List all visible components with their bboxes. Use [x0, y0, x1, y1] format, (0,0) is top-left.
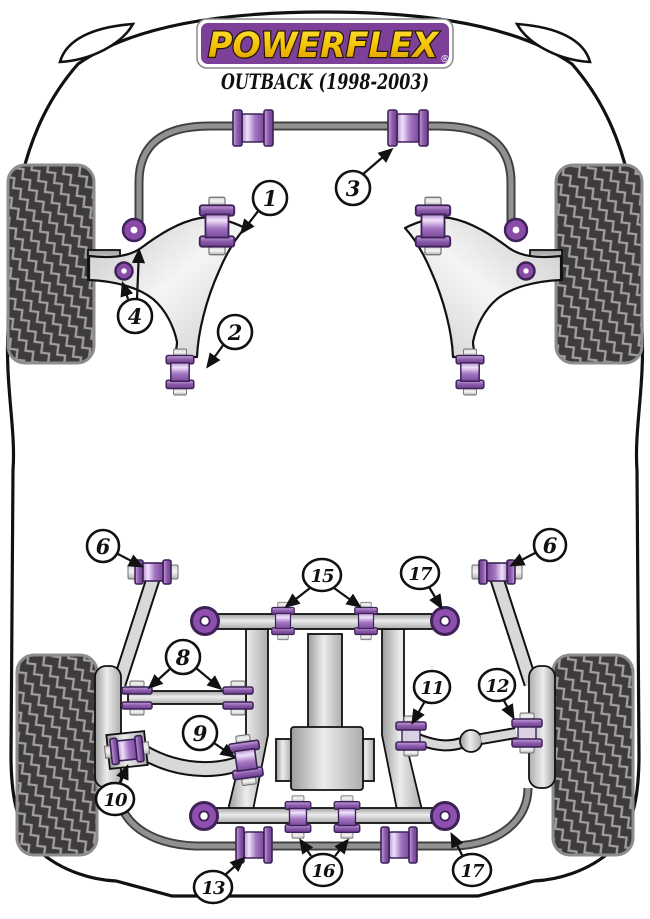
- callout-10-arrow: [116, 763, 129, 785]
- callout-10-label: 10: [103, 790, 128, 811]
- rear-crossmember: [189, 795, 460, 839]
- differential-tab-left: [275, 738, 292, 782]
- callout-3-badge: [334, 169, 372, 207]
- callout-13-label: 13: [201, 878, 225, 899]
- callout-3-label: 3: [346, 176, 361, 201]
- callout-13-arrow: [224, 856, 246, 876]
- model-label: OUTBACK (1998-2003): [221, 69, 429, 94]
- subframe-donut-front-right: [430, 606, 460, 636]
- callout-1-arrow: [239, 209, 260, 235]
- callout-16-arrow-b: [334, 838, 350, 857]
- front-anti-roll-bar: [134, 109, 516, 233]
- bushing-16-left: [284, 795, 312, 839]
- callout-6-left-label: 6: [96, 534, 111, 559]
- callout-9-badge: [181, 714, 219, 752]
- brand-logo-text: POWERFLEX: [208, 26, 440, 66]
- callout-10-badge: [94, 781, 136, 817]
- callouts: 1 2 3 4 6 6 8 9 10 11 12: [85, 147, 568, 905]
- subframe-donut-front-left: [190, 606, 220, 636]
- callout-8-arrow-b: [195, 667, 223, 691]
- callout-9-arrow: [213, 742, 236, 758]
- callout-15-arrow-a: [284, 587, 311, 609]
- tire-rear-left: [15, 653, 99, 857]
- callout-4-arrow-a: [131, 247, 146, 300]
- bushing-front-arb-right: [387, 109, 429, 147]
- rear-anti-roll-bar: [113, 787, 533, 851]
- callout-12-label: 12: [485, 676, 509, 697]
- callout-6-right-label: 6: [543, 533, 558, 558]
- tire-front-left: [6, 163, 96, 365]
- callout-1-badge: [251, 179, 289, 217]
- callout-16-arrow-a: [299, 838, 314, 857]
- rear-subframe: [102, 601, 543, 864]
- callout-6-left-arrow: [117, 553, 144, 568]
- bushing-front-arb-left: [232, 109, 274, 147]
- brand-logo: POWERFLEX ®: [196, 18, 454, 69]
- bushing-10: [102, 729, 152, 771]
- callout-12-arrow: [501, 698, 515, 720]
- differential-shaft: [307, 633, 343, 735]
- tire-front-right: [554, 163, 644, 365]
- callout-11-label: 11: [420, 678, 443, 699]
- callout-4-label: 4: [128, 304, 143, 329]
- callout-2-arrow: [206, 343, 225, 369]
- curved-arm: [102, 729, 266, 788]
- callout-17-top-arrow: [428, 586, 443, 610]
- callout-4-arrow-b: [120, 280, 134, 300]
- callout-8-arrow-a: [147, 667, 172, 690]
- callout-16-label: 16: [311, 861, 336, 882]
- callout-17-top-badge: [399, 555, 441, 591]
- callout-15-label: 15: [310, 566, 334, 587]
- callout-15-badge: [301, 557, 343, 593]
- callout-17-top-label: 17: [408, 564, 433, 585]
- callout-11-arrow: [411, 700, 426, 725]
- differential-case: [290, 726, 364, 791]
- callout-11-badge: [412, 669, 452, 705]
- callout-4-badge: [116, 297, 154, 335]
- callout-17-bottom-arrow: [450, 832, 464, 858]
- front-crossmember: [190, 601, 460, 641]
- callout-2-badge: [216, 313, 254, 351]
- link-ball: [459, 729, 483, 753]
- callout-8-label: 8: [175, 645, 191, 670]
- callout-6-right-badge: [532, 527, 568, 563]
- callout-17-bottom-badge: [451, 852, 493, 888]
- subframe-donut-rear-right: [430, 801, 460, 831]
- callout-3-arrow: [361, 147, 394, 176]
- callout-16-badge: [302, 852, 344, 888]
- brand-logo-plate: [201, 23, 449, 64]
- headlight-right: [514, 22, 592, 64]
- bushing-16-right: [333, 795, 361, 839]
- lateral-arm-front: [121, 680, 254, 716]
- lateral-link-right: [395, 712, 543, 757]
- bushing-rear-arb-right: [380, 826, 418, 864]
- bushing-rear-arb-left: [235, 826, 273, 864]
- callout-12-badge: [477, 667, 517, 703]
- callout-1-label: 1: [263, 186, 278, 211]
- subframe-donut-rear-left: [189, 801, 219, 831]
- registered-mark: ®: [440, 54, 450, 65]
- callout-13-badge: [192, 869, 234, 905]
- callout-9-label: 9: [193, 721, 208, 746]
- bushing-15-left: [271, 601, 295, 641]
- callout-6-left-badge: [85, 528, 121, 564]
- tire-rear-right: [551, 653, 635, 857]
- callout-15-arrow-b: [333, 587, 362, 608]
- callout-8-badge: [164, 638, 202, 676]
- bushing-15-right: [354, 601, 378, 641]
- callout-2-label: 2: [227, 320, 243, 345]
- headlight-left: [58, 22, 136, 64]
- callout-17-bottom-label: 17: [460, 861, 485, 882]
- callout-6-right-arrow: [509, 552, 536, 567]
